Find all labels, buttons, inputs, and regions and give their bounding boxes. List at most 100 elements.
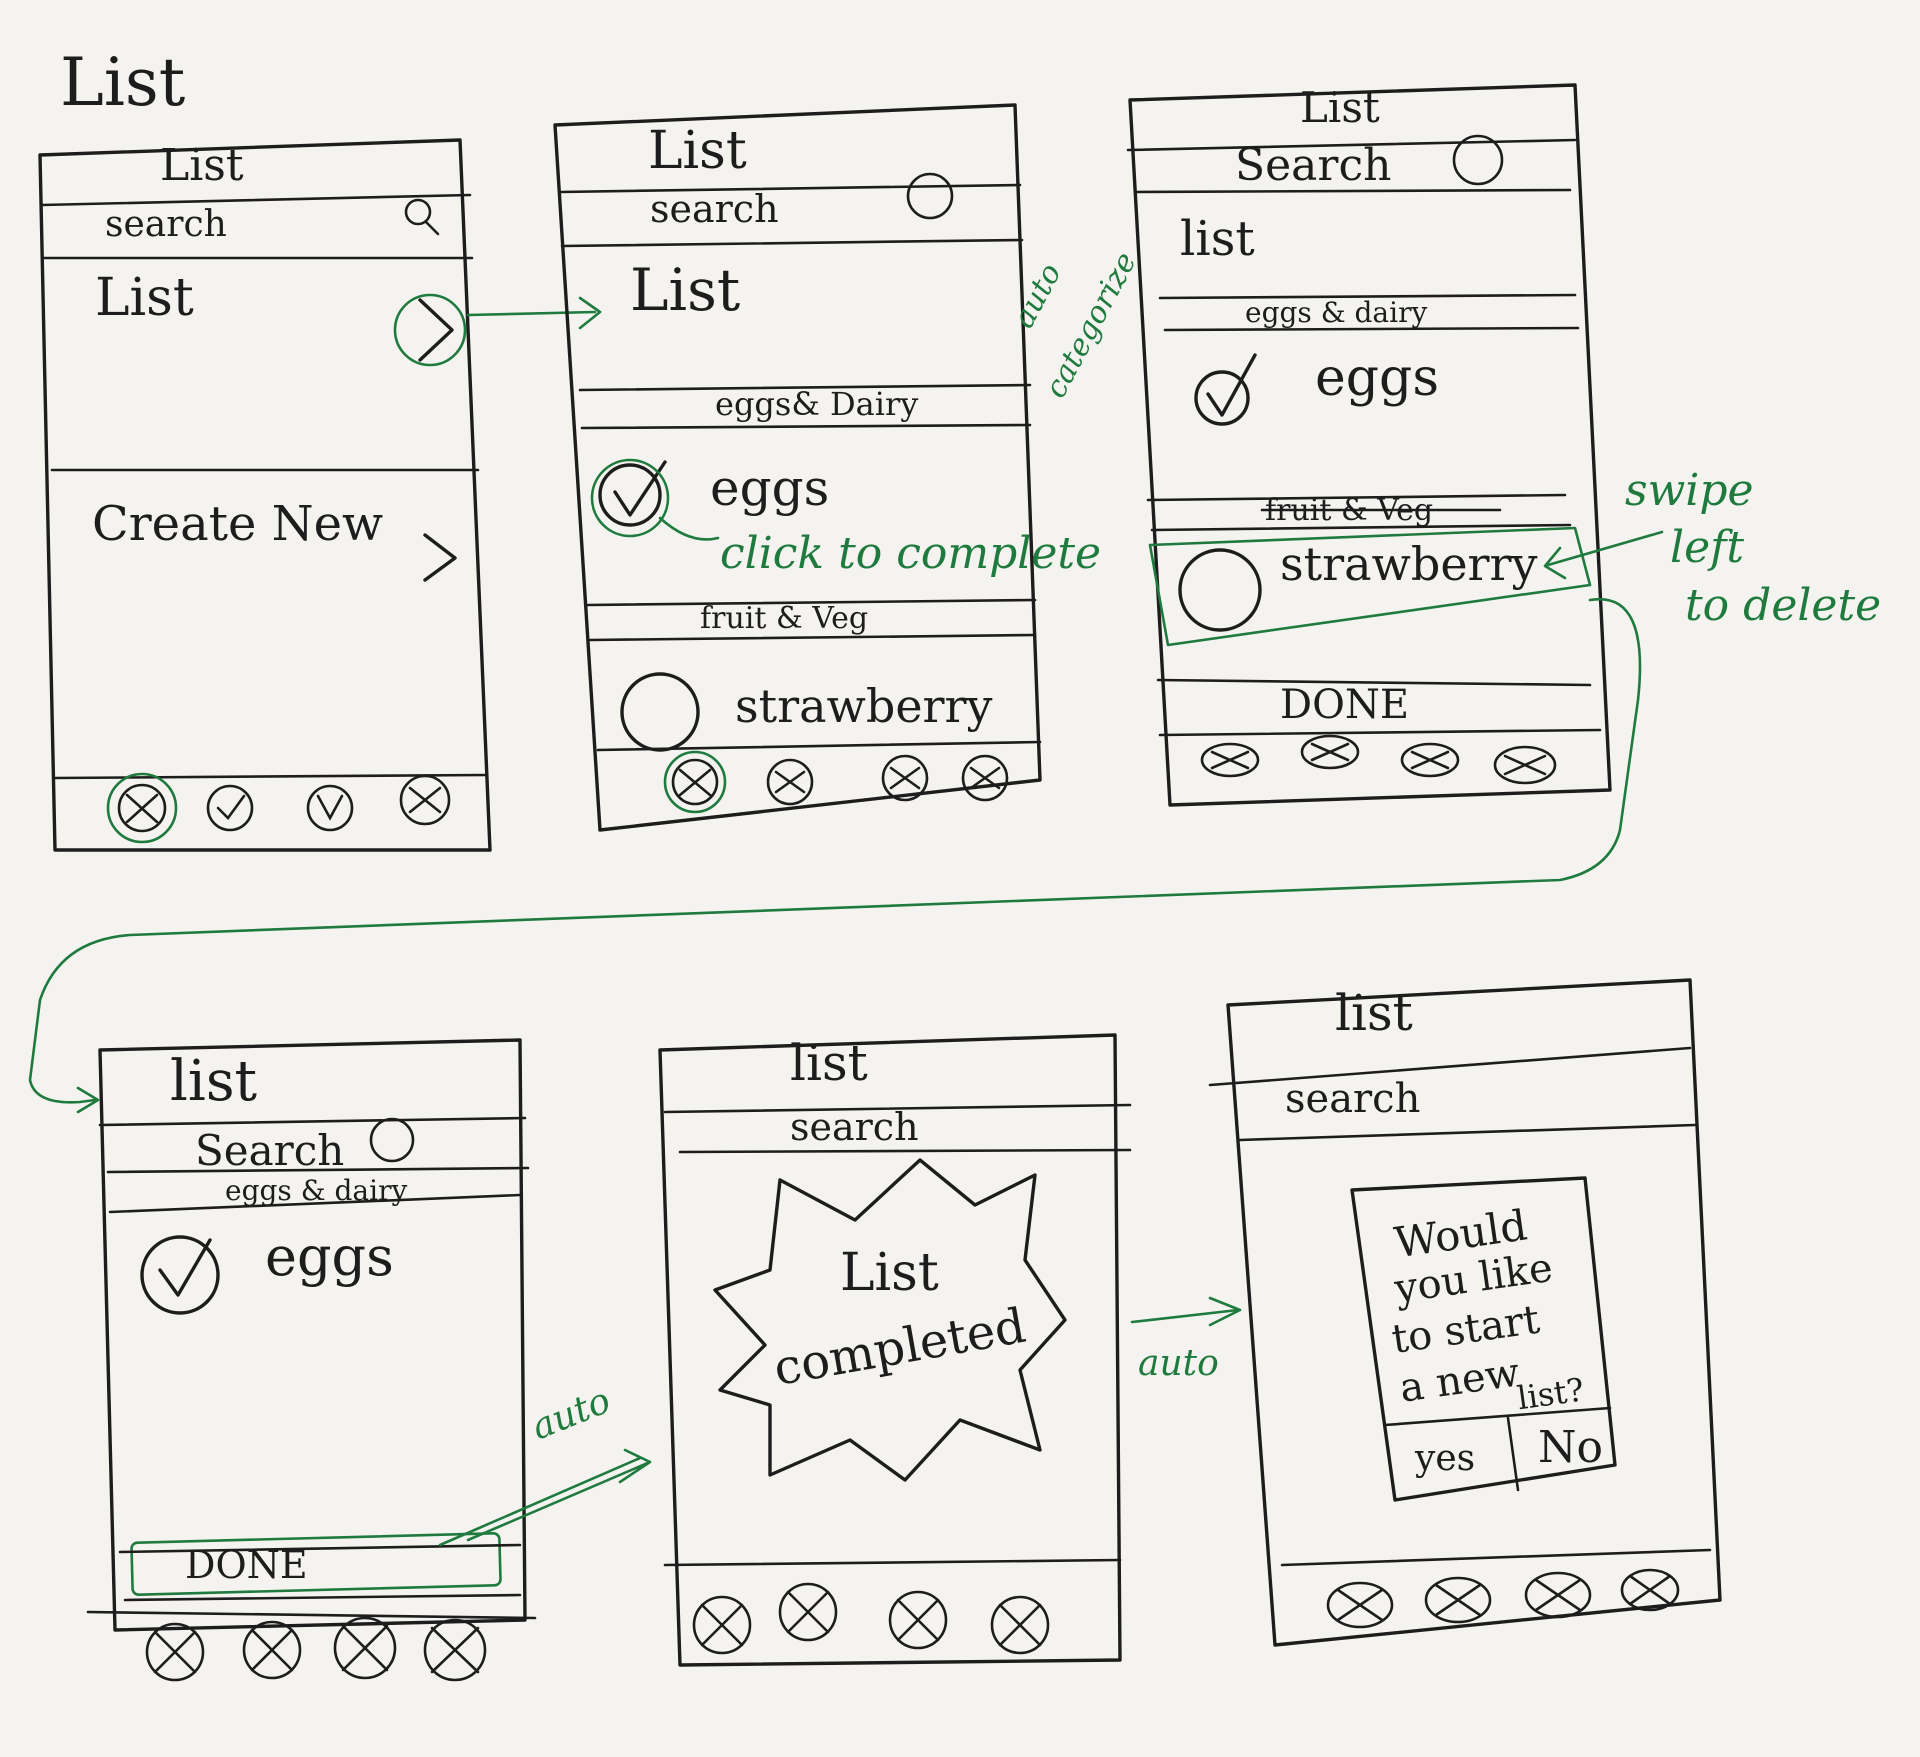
screen-2-item-2[interactable]: strawberry [735,679,993,733]
screen-3-nav-divider [1158,728,1602,737]
heart-icon[interactable] [306,784,354,832]
screen-6-bottom-nav [1326,1568,1680,1629]
x-circle-icon[interactable] [333,1616,397,1680]
check-circle-icon[interactable] [206,784,254,832]
screen-2-section-1: eggs& Dairy [715,385,918,423]
screen-6-frame [1226,978,1722,1647]
screen-2-list-detail: List search List eggs& Dairy eggs fruit … [553,103,1042,832]
screen-2-search[interactable]: search [650,187,779,231]
screen-5-title-divider [663,1103,1132,1114]
screen-1-search-icon[interactable] [404,198,432,226]
screen-4-title-divider [98,1116,527,1127]
x-circle-icon[interactable] [990,1595,1050,1655]
screen-3-search-divider [1133,188,1572,194]
screen-1-title-divider [40,193,472,207]
x-circle-icon[interactable] [692,1595,752,1655]
screen-4-base-line [86,1610,537,1620]
x-circle-icon[interactable] [117,783,167,833]
annotation-auto-4: auto [526,1380,616,1448]
screen-3-button-top [1156,678,1592,687]
x-circle-icon[interactable] [1424,1576,1492,1624]
flow-arrow-4-to-5 [438,1456,642,1547]
screen-4-button-top [118,1543,522,1554]
screen-1-row-list[interactable]: List [95,268,194,328]
screen-1-search[interactable]: search [105,204,227,245]
screen-3-search-icon[interactable] [1452,134,1504,186]
screen-4-done-button[interactable]: DONE [185,1543,308,1587]
x-circle-icon[interactable] [1493,745,1557,785]
screen-5-burst-line-2: completed [770,1298,1030,1397]
screen-3-section-1: eggs & dairy [1245,296,1427,329]
screen-4-item-1[interactable]: eggs [265,1225,394,1288]
nav-active-highlight [106,772,178,844]
screen-2-title: List [648,121,747,181]
x-circle-icon[interactable] [1200,742,1260,778]
x-circle-icon[interactable] [1300,734,1360,770]
x-circle-icon[interactable] [881,754,929,802]
x-circle-icon[interactable] [1524,1571,1592,1619]
screen-2-section-2-bottom [588,633,1037,642]
screen-3-swipe-delete: List Search list eggs & dairy eggs fruit… [1126,83,1612,807]
screen-4-search[interactable]: Search [195,1126,344,1175]
screen-2-heading: List [630,256,740,324]
x-circle-icon[interactable] [671,758,719,806]
x-circle-icon[interactable] [888,1590,948,1650]
screen-4-done: list Search eggs & dairy eggs DONE [86,1038,537,1682]
screen-5-search-divider [678,1148,1132,1154]
screen-3-search[interactable]: Search [1235,140,1391,191]
x-circle-icon[interactable] [778,1582,838,1642]
nav-active-highlight [663,750,727,814]
screen-4-search-icon[interactable] [369,1117,415,1163]
flow-arrow-1-to-2 [466,310,597,317]
screen-1-chevron-right-icon[interactable] [418,298,454,362]
x-circle-icon[interactable] [399,774,451,826]
screen-6-nav-divider [1280,1548,1712,1567]
dialog-box [1350,1176,1617,1502]
annotation-pointer-click [658,516,720,541]
screen-2-checkbox-checked[interactable] [598,463,662,527]
screen-2-item-1[interactable]: eggs [710,459,829,517]
dialog-no-button[interactable]: No [1538,1422,1603,1473]
screen-2-section-bottom [580,423,1032,430]
x-circle-icon[interactable] [961,754,1009,802]
page-title: List [60,44,185,121]
x-circle-icon[interactable] [145,1622,205,1682]
screen-2-title-divider [558,183,1022,194]
x-circle-icon[interactable] [242,1620,302,1680]
screen-3-title: List [1300,83,1380,132]
screen-5-title: list [790,1034,868,1092]
screen-4-checkbox-checked[interactable] [140,1235,220,1315]
x-circle-icon[interactable] [1620,1568,1680,1612]
screen-3-done-button[interactable]: DONE [1280,682,1409,728]
screen-3-item-1[interactable]: eggs [1315,348,1439,408]
dialog-button-divider [1383,1406,1612,1427]
screen-6-search[interactable]: search [1285,1076,1420,1122]
dialog-yes-button[interactable]: yes [1414,1438,1475,1479]
screen-4-search-divider [106,1166,530,1174]
dialog-button-split [1506,1416,1520,1492]
screen-2-search-icon[interactable] [906,172,954,220]
screen-3-frame [1128,83,1612,807]
screen-3-section-2-top [1146,493,1567,502]
screen-2-checkbox-empty[interactable] [620,672,700,752]
screen-2-section-2-top [586,598,1037,607]
screen-1-create-chevron-icon[interactable] [423,533,457,582]
x-circle-icon[interactable] [1326,1581,1394,1629]
x-circle-icon[interactable] [1400,742,1460,778]
annotation-auto: auto [1006,258,1069,334]
screen-5-burst-shape [713,1158,1067,1482]
screen-4-done-highlight [130,1532,502,1596]
screen-5-search[interactable]: search [790,1105,919,1149]
screen-3-checkbox-checked[interactable] [1194,370,1250,426]
screen-3-item-2[interactable]: strawberry [1280,537,1538,591]
screen-1-row-create-new[interactable]: Create New [92,496,383,552]
screen-3-section-top [1158,293,1577,300]
screen-5-bottom-nav [692,1582,1050,1655]
x-circle-icon[interactable] [423,1618,487,1682]
screen-3-section-bottom [1163,326,1580,332]
screen-2-frame [553,103,1042,832]
screen-3-checkbox-empty[interactable] [1178,548,1262,632]
screen-3-heading: list [1180,211,1255,267]
x-circle-icon[interactable] [766,758,814,806]
